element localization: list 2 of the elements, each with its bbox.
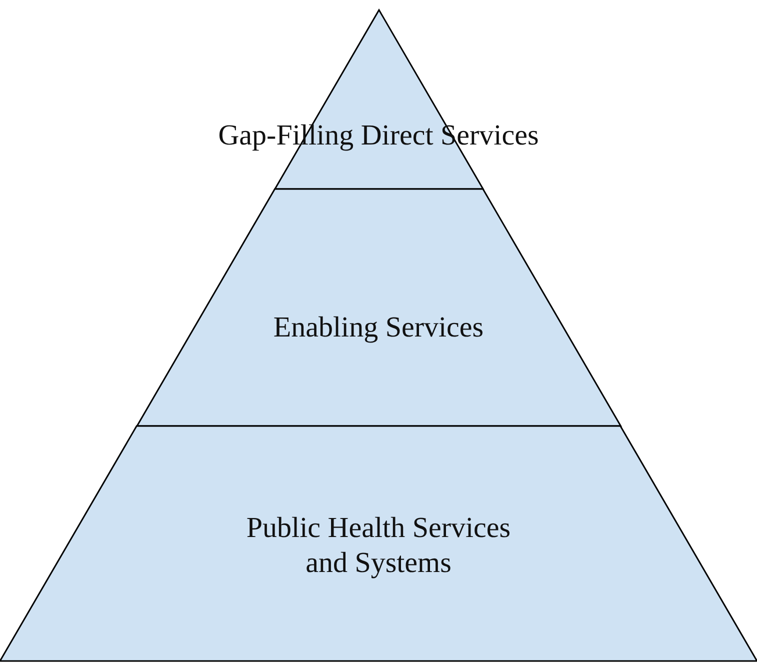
tier-label: Enabling Services [273,310,484,346]
tier-label: Public Health Services and Systems [245,511,512,581]
